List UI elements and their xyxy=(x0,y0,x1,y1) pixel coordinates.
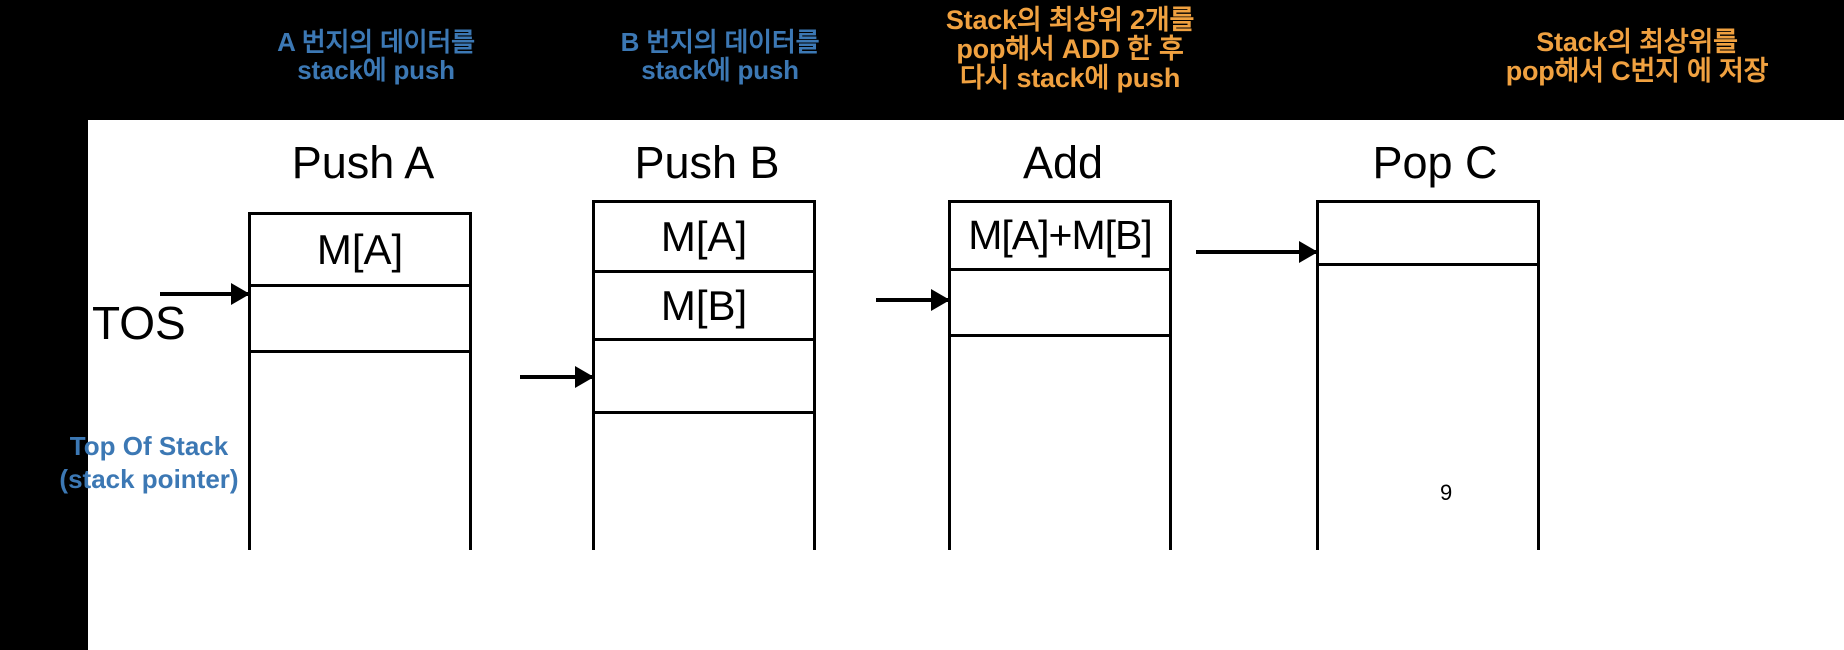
stack-cell xyxy=(595,341,813,414)
annotation-push-a: A 번지의 데이터를 stack에 push xyxy=(277,27,475,86)
step-title-pop-c: Pop C xyxy=(1372,137,1498,188)
stack-cell xyxy=(1319,203,1537,266)
arrow-push-b-to-add xyxy=(876,298,948,302)
annotation-pop-c: Stack의 최상위를 pop해서 C번지 에 저장 xyxy=(1505,27,1769,87)
step-title-add: Add xyxy=(1022,137,1104,188)
tos-label: TOS xyxy=(92,297,186,349)
stack-push-a: M[A] xyxy=(248,212,472,550)
stack-cell xyxy=(1319,266,1537,553)
step-title-push-b: Push B xyxy=(634,137,780,188)
stack-cell xyxy=(951,271,1169,337)
stack-cell xyxy=(951,337,1169,553)
stack-push-b: M[A] M[B] xyxy=(592,200,816,550)
stack-cell: M[A]+M[B] xyxy=(951,203,1169,271)
annotation-push-b: B 번지의 데이터를 stack에 push xyxy=(620,27,820,86)
stack-pop-c xyxy=(1316,200,1540,550)
stack-cell: M[B] xyxy=(595,273,813,341)
arrow-add-to-pop-c xyxy=(1196,250,1316,254)
stack-cell: M[A] xyxy=(251,215,469,287)
stack-cell xyxy=(251,287,469,353)
step-title-push-a: Push A xyxy=(291,137,435,188)
tos-sub-label: Top Of Stack (stack pointer) xyxy=(59,431,239,494)
stack-cell xyxy=(251,353,469,550)
stack-add: M[A]+M[B] xyxy=(948,200,1172,550)
page-number: 9 xyxy=(1440,480,1453,505)
stack-cell: M[A] xyxy=(595,203,813,273)
arrow-push-a-to-push-b xyxy=(520,375,592,379)
annotation-add: Stack의 최상위 2개를 pop해서 ADD 한 후 다시 stack에 p… xyxy=(945,5,1195,94)
stack-cell xyxy=(595,414,813,553)
arrow-tos-pointer xyxy=(160,292,248,296)
